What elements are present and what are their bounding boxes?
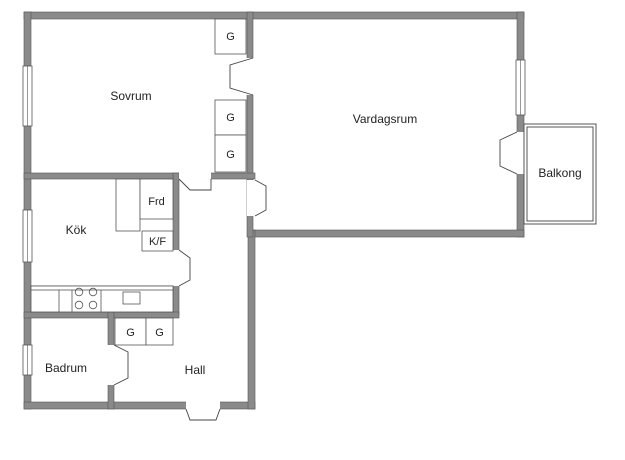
wardrobe-label-5: G (155, 327, 164, 339)
room-label-badrum: Badrum (45, 361, 87, 375)
fridge-label: K/F (149, 236, 166, 248)
balcony (523, 123, 597, 225)
pantry-label: Frd (148, 196, 165, 208)
wardrobe-label-2: G (226, 112, 235, 124)
windows (22, 59, 526, 376)
wall-bottom-hall (23, 401, 256, 410)
room-label-balkong: Balkong (538, 166, 581, 180)
kitchen-dividers (58, 290, 102, 312)
wardrobes (114, 18, 247, 346)
wall-right-hall (247, 229, 256, 410)
wall-bottom-living (247, 229, 525, 238)
wardrobe-label-1: G (226, 31, 235, 43)
wall-bedroom-living (246, 11, 254, 238)
room-label-kok: Kök (66, 223, 88, 237)
wall-kitchen-hall (172, 172, 180, 316)
room-label-vardagsrum: Vardagsrum (353, 112, 417, 126)
wall-right-main (516, 11, 525, 238)
door-swings (113, 57, 518, 421)
wall-top (23, 11, 525, 20)
wardrobe-label-3: G (226, 149, 235, 161)
wall-bedroom-kitchen (23, 172, 181, 180)
walls (23, 11, 525, 410)
room-label-hall: Hall (185, 363, 206, 377)
wardrobe-label-4: G (126, 327, 135, 339)
room-label-sovrum: Sovrum (110, 89, 151, 103)
kitchen-fixtures (30, 178, 174, 313)
stove-icon (74, 287, 98, 310)
wall-kitchen-bath (23, 311, 180, 319)
wall-hall-top (209, 172, 256, 180)
door-openings (107, 58, 525, 410)
